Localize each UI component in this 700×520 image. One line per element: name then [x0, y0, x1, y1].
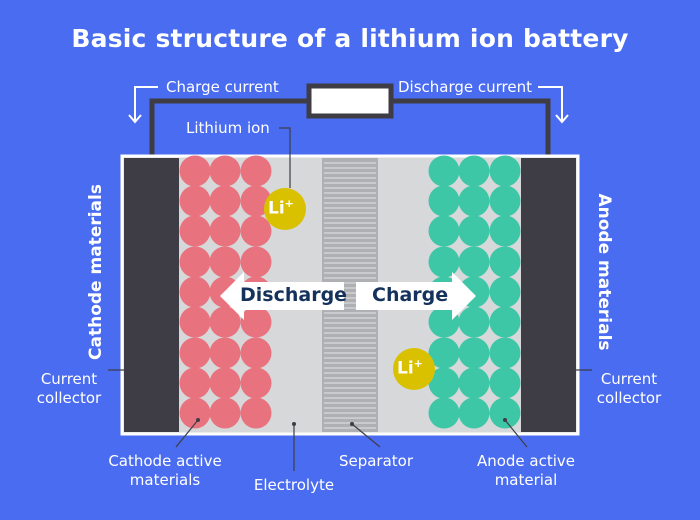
discharge-arrow-label: Discharge — [240, 284, 348, 306]
cathode-particle — [179, 185, 211, 217]
anode-current-collector-label: Current collector — [588, 370, 670, 408]
cathode-particle — [209, 367, 241, 399]
cathode-particle — [179, 276, 211, 308]
charge-current-label: Charge current — [166, 78, 279, 96]
cathode-particle — [209, 337, 241, 369]
charge-current-arrow — [128, 86, 158, 124]
diagram-title: Basic structure of a lithium ion battery — [71, 24, 629, 53]
anode-particle — [458, 185, 490, 217]
anode-materials-label: Anode materials — [594, 193, 614, 351]
label-line: materials — [129, 471, 201, 489]
cathode-particle — [209, 246, 241, 278]
lithium-ion-top — [264, 188, 306, 230]
li-charge: + — [284, 197, 294, 210]
anode-particle — [428, 155, 460, 187]
anode-particle — [489, 276, 521, 308]
cathode-current-collector-label: Current collector — [28, 370, 110, 408]
anode-particle — [428, 185, 460, 217]
cathode-particle — [209, 185, 241, 217]
cathode-particle — [179, 246, 211, 278]
lithium-ion-bottom — [393, 348, 435, 390]
cathode-particle — [240, 246, 272, 278]
cathode-particle — [179, 306, 211, 338]
load-resistor — [306, 83, 394, 119]
external-circuit — [149, 98, 551, 158]
anode-particle — [458, 397, 490, 429]
anode-particle — [428, 246, 460, 278]
label-line: material — [494, 471, 558, 489]
electrolyte-label: Electrolyte — [253, 476, 335, 494]
anode-particle — [458, 155, 490, 187]
lithium-ion-symbol-bottom: Li+ — [397, 357, 423, 379]
anode-particle — [458, 246, 490, 278]
label-line: collector — [596, 389, 662, 407]
anode-particle — [489, 337, 521, 369]
cathode-materials-label: Cathode materials — [86, 184, 106, 360]
leader-lines — [108, 127, 592, 471]
li-symbol: Li — [268, 198, 285, 219]
cathode-particle — [240, 306, 272, 338]
cathode-particle — [179, 397, 211, 429]
leader-dots — [139, 368, 561, 426]
anode-particle — [489, 185, 521, 217]
anode-particle — [458, 306, 490, 338]
anode-particle — [458, 215, 490, 247]
label-line: Current — [600, 370, 658, 388]
cathode-particle — [240, 367, 272, 399]
label-line: Anode active — [476, 452, 576, 470]
anode-particle — [489, 215, 521, 247]
anode-particle — [428, 337, 460, 369]
cathode-particle — [240, 185, 272, 217]
label-line: collector — [36, 389, 102, 407]
cathode-particle — [240, 397, 272, 429]
anode-particle — [489, 367, 521, 399]
anode-particle — [489, 306, 521, 338]
anode-particle — [428, 215, 460, 247]
anode-particle — [428, 306, 460, 338]
discharge-current-arrow — [538, 86, 569, 124]
cathode-particle — [209, 397, 241, 429]
cathode-particle — [209, 306, 241, 338]
anode-current-collector — [521, 158, 576, 432]
charge-arrow — [356, 272, 476, 320]
charge-arrow-label: Charge — [372, 284, 449, 306]
discharge-arrow — [220, 272, 344, 320]
cathode-particle — [179, 155, 211, 187]
label-line: Current — [40, 370, 98, 388]
separator-stripes — [324, 162, 376, 429]
cathode-particle — [179, 367, 211, 399]
anode-active-material-label: Anode active material — [464, 452, 588, 490]
cathode-particle — [179, 337, 211, 369]
lithium-ion-symbol-top: Li+ — [268, 197, 294, 219]
cathode-particle — [179, 215, 211, 247]
cathode-current-collector — [124, 158, 179, 432]
cathode-active-materials-label: Cathode active materials — [100, 452, 230, 490]
cathode-particle — [209, 155, 241, 187]
anode-particle — [489, 155, 521, 187]
label-line: Cathode active — [108, 452, 222, 470]
anode-particle — [428, 397, 460, 429]
anode-particle — [489, 397, 521, 429]
anode-particle — [428, 367, 460, 399]
anode-particle — [458, 367, 490, 399]
separator-label: Separator — [338, 452, 414, 470]
cathode-particle — [240, 337, 272, 369]
anode-particle — [458, 337, 490, 369]
cathode-particle — [209, 215, 241, 247]
discharge-current-label: Discharge current — [398, 78, 533, 96]
lithium-ion-label: Lithium ion — [186, 119, 270, 137]
li-charge: + — [413, 357, 423, 370]
cathode-particle — [240, 155, 272, 187]
cathode-particle — [240, 215, 272, 247]
anode-particle — [489, 246, 521, 278]
li-symbol: Li — [397, 358, 414, 379]
